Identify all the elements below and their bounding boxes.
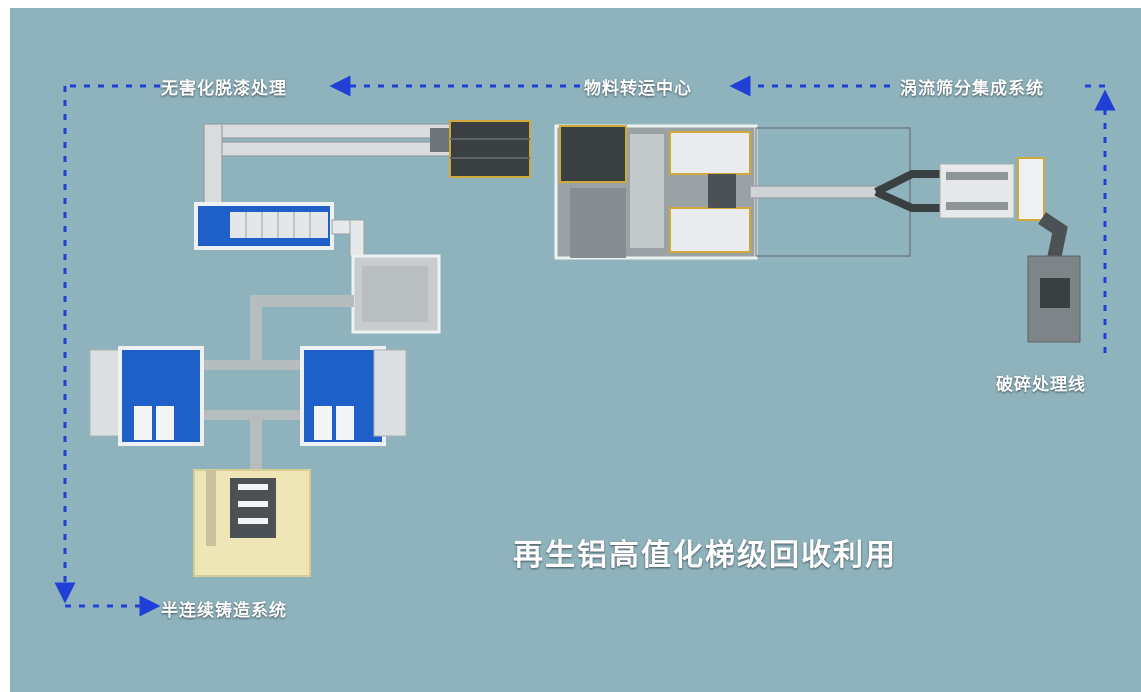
coating-removal-equipment [194,120,531,334]
transfer-center-equipment [554,124,944,260]
crushing-line-equipment [1027,255,1081,343]
casting-system-equipment [193,469,311,577]
label-eddy-screening: 涡流筛分集成系统 [900,79,1044,99]
label-transfer-center: 物料转运中心 [584,79,692,99]
eddy-screening-equipment [939,157,1068,280]
label-coating-removal: 无害化脱漆处理 [161,79,287,99]
diagram-title: 再生铝高值化梯级回收利用 [513,538,897,573]
plant-layout [54,75,1116,617]
label-casting-system: 半连续铸造系统 [161,601,287,621]
label-crushing-line: 破碎处理线 [996,375,1086,395]
layout-stage: 无害化脱漆处理 物料转运中心 涡流筛分集成系统 破碎处理线 半连续铸造系统 再生… [10,8,1141,692]
melting-furnaces [89,295,407,473]
process-flow-loop [54,75,1116,617]
